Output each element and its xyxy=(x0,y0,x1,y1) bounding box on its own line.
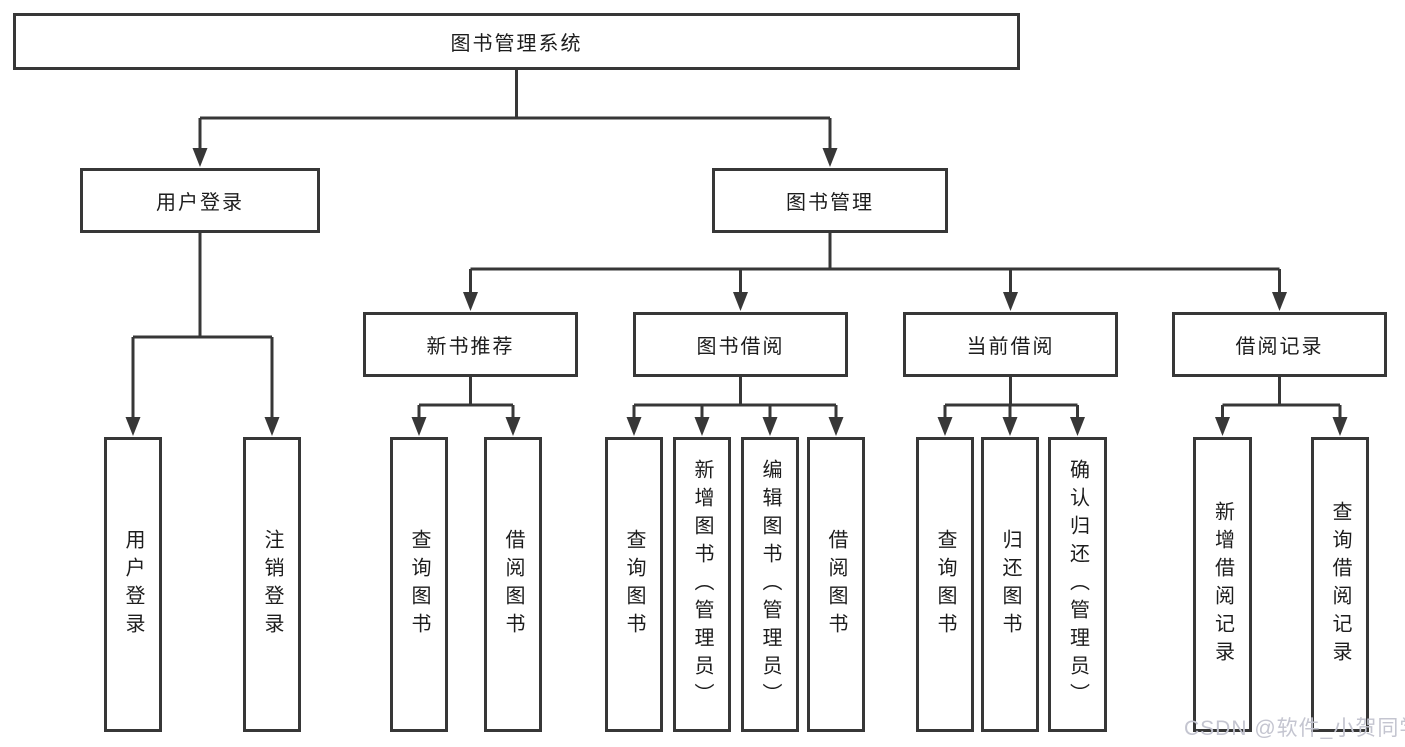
leaf-user-login-label: 用户登录 xyxy=(122,528,144,641)
connector-book-borrow xyxy=(632,377,838,418)
leaf-borrow-query-books-label: 查询图书 xyxy=(623,528,645,641)
leaf-query-borrow-record: 查询借阅记录 xyxy=(1311,437,1369,732)
leaf-recommend-borrow-books: 借阅图书 xyxy=(484,437,542,732)
connector-current-borrow xyxy=(943,377,1079,418)
leaf-add-borrow-record-label: 新增借阅记录 xyxy=(1211,500,1234,669)
leaf-user-login: 用户登录 xyxy=(104,437,162,732)
leaf-borrow-books: 借阅图书 xyxy=(807,437,865,732)
leaf-logout-label: 注销登录 xyxy=(261,528,283,641)
leaf-current-query-books-label: 查询图书 xyxy=(934,528,956,641)
node-book-management: 图书管理 xyxy=(712,168,948,233)
connector-book-management xyxy=(469,233,1281,294)
connector-user-login xyxy=(131,233,274,418)
leaf-return-books-label: 归还图书 xyxy=(999,528,1021,641)
leaf-return-books: 归还图书 xyxy=(981,437,1039,732)
leaf-recommend-query-books: 查询图书 xyxy=(390,437,448,732)
node-current-borrow: 当前借阅 xyxy=(903,312,1118,377)
node-borrow-records: 借阅记录 xyxy=(1172,312,1387,377)
leaf-confirm-return-admin-label: 确认归还（管理员） xyxy=(1066,458,1089,711)
leaf-recommend-borrow-books-label: 借阅图书 xyxy=(502,528,524,641)
connector-new-book-recommend xyxy=(417,377,515,418)
leaf-edit-book-admin-label: 编辑图书（管理员） xyxy=(759,458,781,711)
leaf-borrow-query-books: 查询图书 xyxy=(605,437,663,732)
node-new-book-recommend: 新书推荐 xyxy=(363,312,578,377)
leaf-borrow-books-label: 借阅图书 xyxy=(825,528,847,641)
leaf-recommend-query-books-label: 查询图书 xyxy=(408,528,430,641)
leaf-logout: 注销登录 xyxy=(243,437,301,732)
leaf-query-borrow-record-label: 查询借阅记录 xyxy=(1329,500,1351,669)
node-library-system: 图书管理系统 xyxy=(13,13,1020,70)
connector-root xyxy=(198,70,832,150)
leaf-add-book-admin: 新增图书（管理员） xyxy=(673,437,731,732)
leaf-confirm-return-admin: 确认归还（管理员） xyxy=(1048,437,1107,732)
connector-borrow-records xyxy=(1221,377,1342,418)
leaf-add-borrow-record: 新增借阅记录 xyxy=(1193,437,1252,732)
leaf-current-query-books: 查询图书 xyxy=(916,437,974,732)
node-book-borrow: 图书借阅 xyxy=(633,312,848,377)
csdn-watermark: CSDN @软件_小贺同学 xyxy=(1184,717,1405,740)
node-user-login: 用户登录 xyxy=(80,168,320,233)
leaf-edit-book-admin: 编辑图书（管理员） xyxy=(741,437,799,732)
leaf-add-book-admin-label: 新增图书（管理员） xyxy=(691,458,713,711)
